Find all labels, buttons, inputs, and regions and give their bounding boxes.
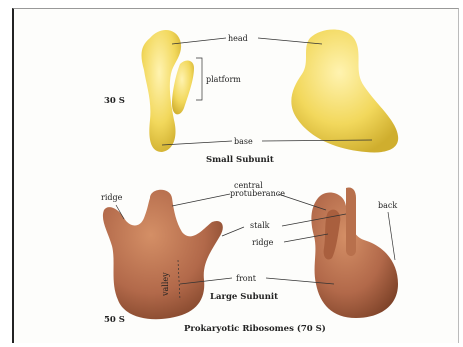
- small-subunit-right-shape: [291, 29, 398, 152]
- label-platform: platform: [206, 75, 241, 84]
- label-ridge-left: ridge: [101, 193, 123, 202]
- label-back: back: [378, 201, 397, 210]
- figure-title: Prokaryotic Ribosomes (70 S): [184, 323, 326, 334]
- large-subunit-stalk-shape: [346, 187, 356, 256]
- label-30s: 30 S: [104, 96, 125, 106]
- label-ridge-right: ridge: [252, 238, 274, 247]
- label-central-protuberance: central protuberance: [230, 181, 285, 198]
- caption-large-subunit: Large Subunit: [210, 292, 278, 302]
- caption-small-subunit: Small Subunit: [206, 155, 274, 165]
- small-subunit-platform-shape: [172, 61, 194, 115]
- label-head: head: [228, 34, 248, 43]
- label-valley: valley: [161, 272, 170, 297]
- label-50s: 50 S: [104, 315, 125, 325]
- label-stalk: stalk: [250, 221, 270, 230]
- label-front: front: [236, 274, 257, 283]
- label-base: base: [234, 137, 253, 146]
- large-subunit-left-shape: [103, 190, 223, 319]
